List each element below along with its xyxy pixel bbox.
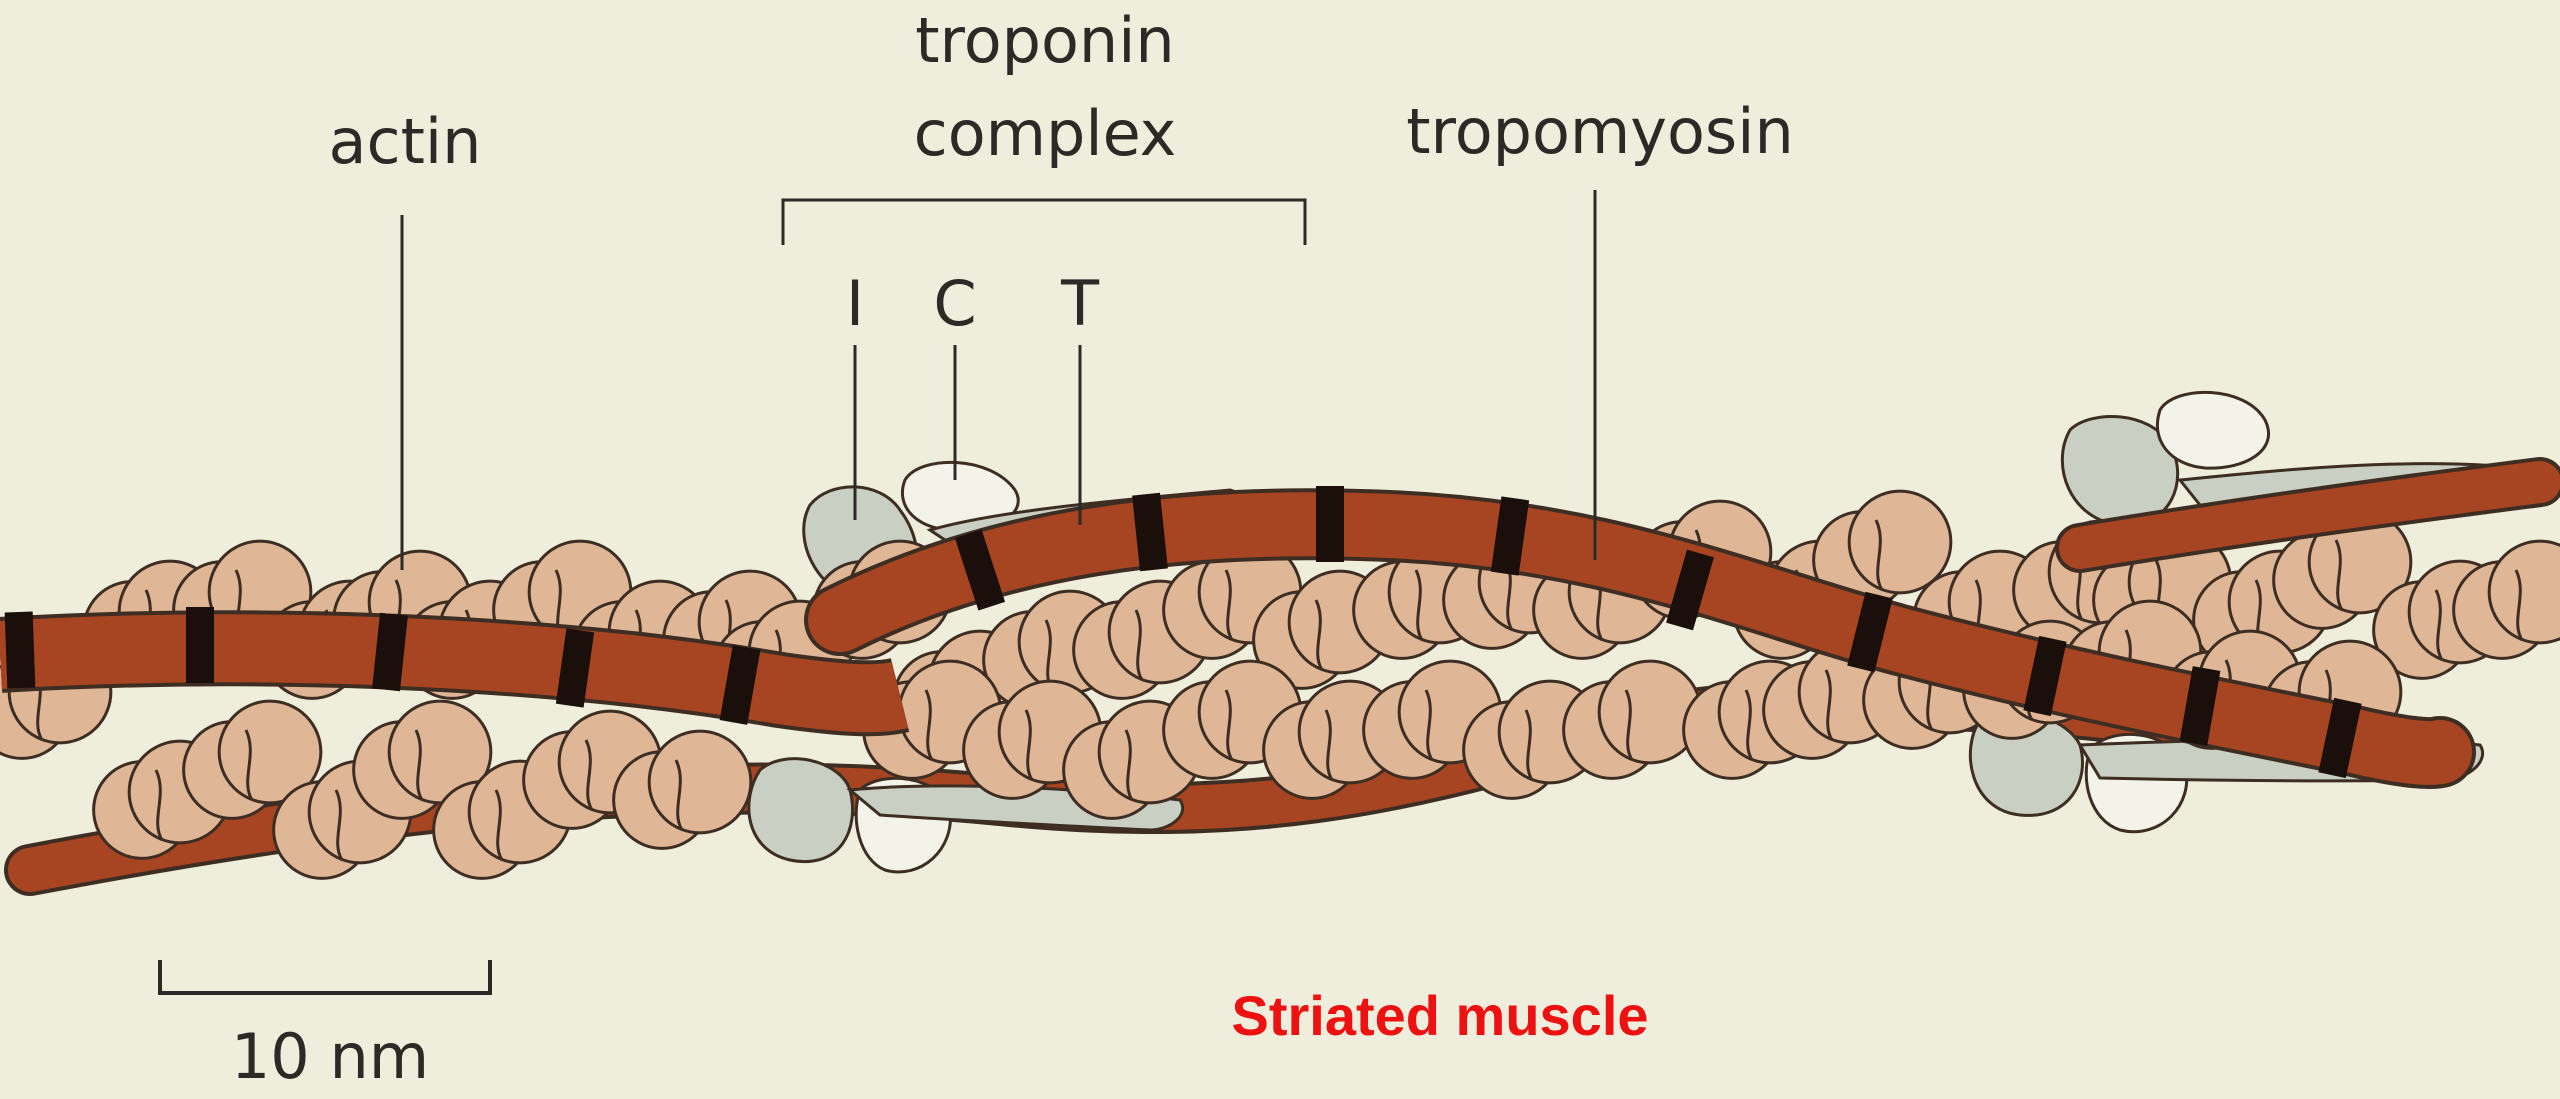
troponin-label-line2: complex — [914, 97, 1177, 170]
scale-bar-label: 10 nm — [231, 1020, 429, 1093]
tropomyosin-label: tropomyosin — [1406, 95, 1794, 168]
troponin-lower-grey — [749, 759, 853, 862]
troponin-t-label: T — [1060, 267, 1100, 340]
tropomyosin-band — [5, 612, 36, 689]
tropomyosin-band — [186, 607, 214, 683]
tropomyosin-band — [1316, 486, 1344, 562]
troponin-i-label: I — [846, 267, 864, 340]
caption: Striated muscle — [1231, 984, 1648, 1047]
troponin-c-label: C — [933, 267, 976, 340]
actin-label: actin — [329, 105, 482, 178]
troponin-label-line1: troponin — [915, 4, 1174, 77]
